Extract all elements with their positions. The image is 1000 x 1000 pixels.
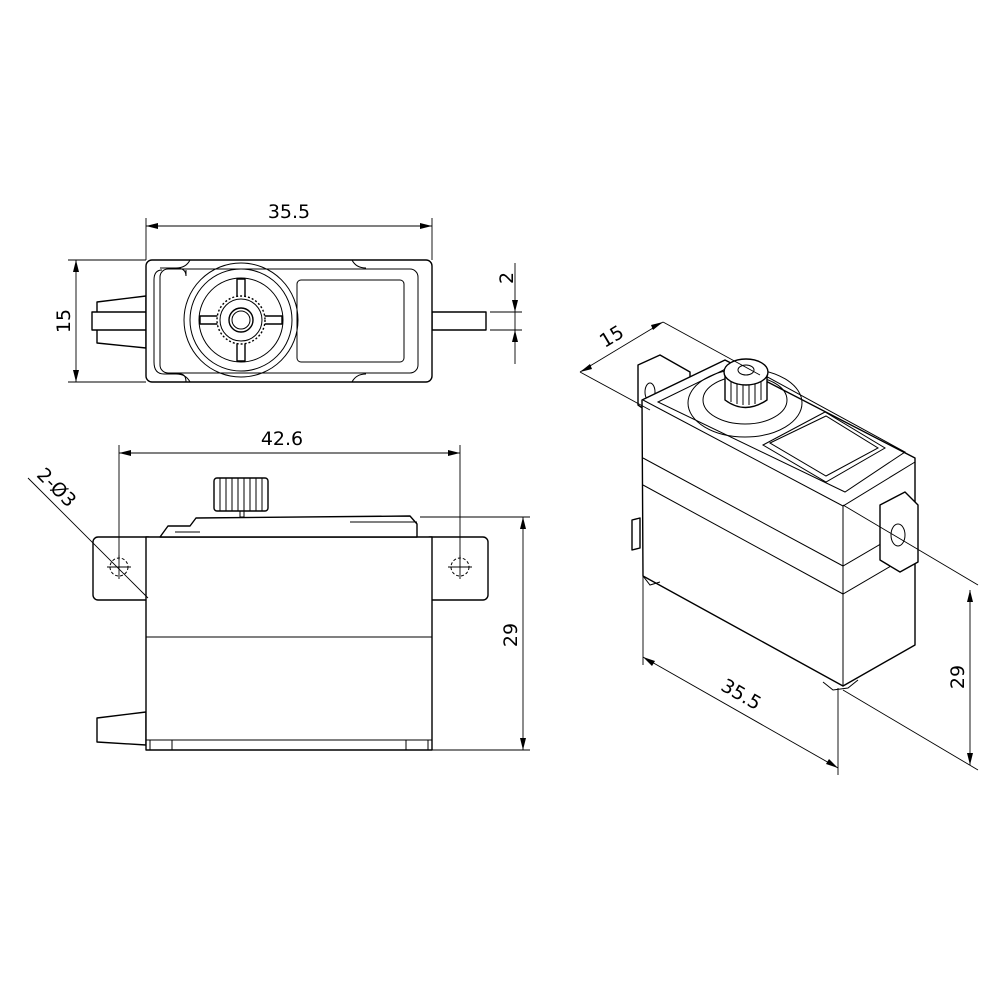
dim-top-width: 35.5 — [268, 201, 310, 223]
top-view — [91, 259, 487, 383]
dim-wire: 2 — [496, 272, 518, 284]
top-view-dimensions: 35.5 15 2 — [53, 201, 522, 383]
label-window — [296, 279, 405, 363]
iso-view — [631, 354, 919, 691]
dim-hole-diameter: 2-Ø3 — [32, 464, 80, 512]
top-inner-rim — [159, 268, 419, 374]
dim-iso-depth: 15 — [596, 321, 628, 352]
dim-top-depth: 15 — [53, 309, 75, 333]
dim-iso-length: 35.5 — [717, 675, 765, 715]
output-boss-outer — [183, 262, 299, 378]
front-top-plate — [159, 515, 418, 538]
iso-front-ear — [879, 491, 919, 573]
dim-iso-height: 29 — [947, 665, 969, 689]
front-view — [92, 477, 489, 751]
front-left-tab — [96, 711, 147, 746]
left-mount-ear — [92, 536, 154, 601]
dim-front-height: 29 — [500, 623, 522, 647]
top-right-wire-stub — [431, 311, 487, 331]
iso-label-window — [761, 411, 886, 483]
front-body — [145, 536, 433, 751]
dim-hole-spacing: 42.6 — [261, 428, 303, 450]
output-gear-spline — [213, 477, 269, 512]
top-body — [145, 259, 433, 383]
top-left-wire-stub — [91, 311, 147, 331]
right-mount-ear — [424, 536, 489, 601]
